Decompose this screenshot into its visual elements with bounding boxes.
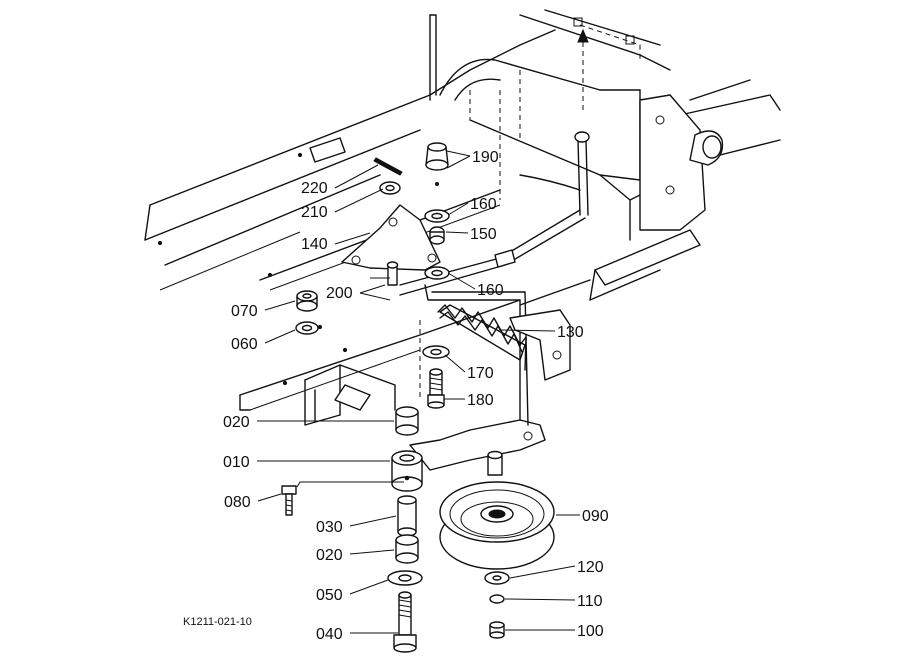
part-label: 090	[582, 508, 609, 525]
tension-arm-assembly	[341, 157, 586, 471]
part-labels: 190 220 160 210 150 140 160 200 070 130 …	[223, 149, 609, 643]
part-label: 050	[316, 587, 343, 604]
spring-130	[437, 304, 571, 381]
drawing-reference: K1211-021-10	[183, 616, 252, 628]
part-label: 040	[316, 626, 343, 643]
part-label: 220	[301, 180, 328, 197]
part-label: 020	[223, 414, 250, 431]
part-label: 170	[467, 365, 494, 382]
bolt-170-180	[422, 345, 450, 409]
part-label: 140	[301, 236, 328, 253]
part-label: 120	[577, 559, 604, 576]
part-label: 210	[301, 204, 328, 221]
part-label: 130	[557, 324, 584, 341]
part-label: 160	[477, 282, 504, 299]
deck-frame	[144, 9, 781, 426]
part-label: 190	[472, 149, 499, 166]
pivot-stack	[281, 406, 423, 653]
part-label: 200	[326, 285, 353, 302]
nut-washer-left	[295, 290, 319, 335]
upper-hardware	[424, 142, 450, 280]
leader-lines	[257, 150, 580, 634]
part-label: 160	[470, 196, 497, 213]
part-label: 150	[470, 226, 497, 243]
part-label: 080	[224, 494, 251, 511]
part-label: 070	[231, 303, 258, 320]
part-label: 110	[577, 593, 603, 610]
part-label: 010	[223, 454, 250, 471]
part-label: 030	[316, 519, 343, 536]
part-label: 180	[467, 392, 494, 409]
part-label: 100	[577, 623, 604, 640]
pulley-090	[439, 450, 555, 639]
part-label: 020	[316, 547, 343, 564]
part-label: 060	[231, 336, 258, 353]
